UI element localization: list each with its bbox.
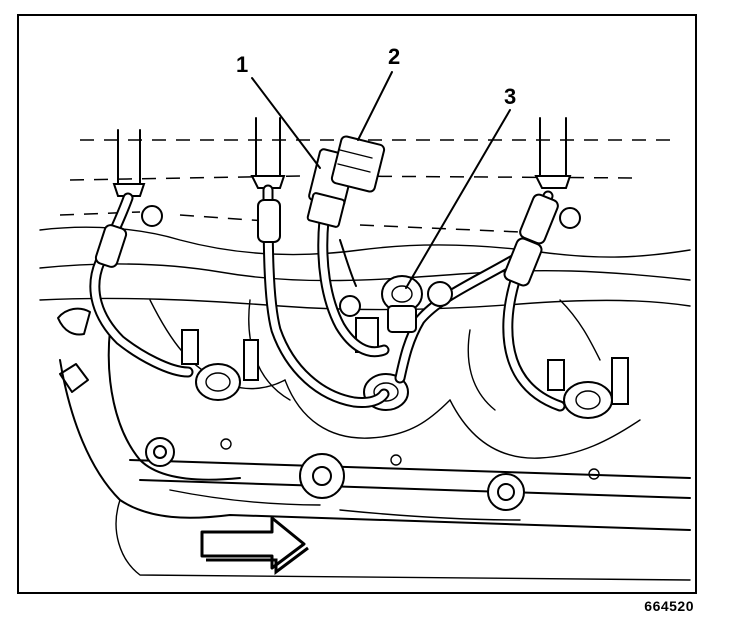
spark-plug-boot <box>181 329 259 401</box>
callout-label-2: 2 <box>388 44 400 69</box>
electrical-connector <box>306 135 386 228</box>
manifold-bolt <box>299 453 345 499</box>
figure-frame <box>17 14 697 594</box>
sensor <box>339 275 453 333</box>
spark-plug-boot <box>547 357 629 419</box>
direction-arrow-icon <box>200 516 309 575</box>
wiring-harness <box>317 214 390 358</box>
engine-block-outline <box>39 139 691 311</box>
callout-2: 2 <box>357 44 400 141</box>
hose-fitting <box>57 205 163 393</box>
callout-3: 3 <box>405 84 516 289</box>
spark-plug-wire <box>250 117 390 408</box>
callout-label-1: 1 <box>236 52 248 77</box>
spark-plug-wire <box>394 117 581 412</box>
callout-1: 1 <box>236 52 321 169</box>
manifold-bolt <box>487 473 525 511</box>
callout-label-3: 3 <box>504 84 516 109</box>
spark-plug-wire <box>89 129 194 378</box>
manifold-bolt <box>145 437 175 467</box>
figure-id: 664520 <box>644 598 694 614</box>
